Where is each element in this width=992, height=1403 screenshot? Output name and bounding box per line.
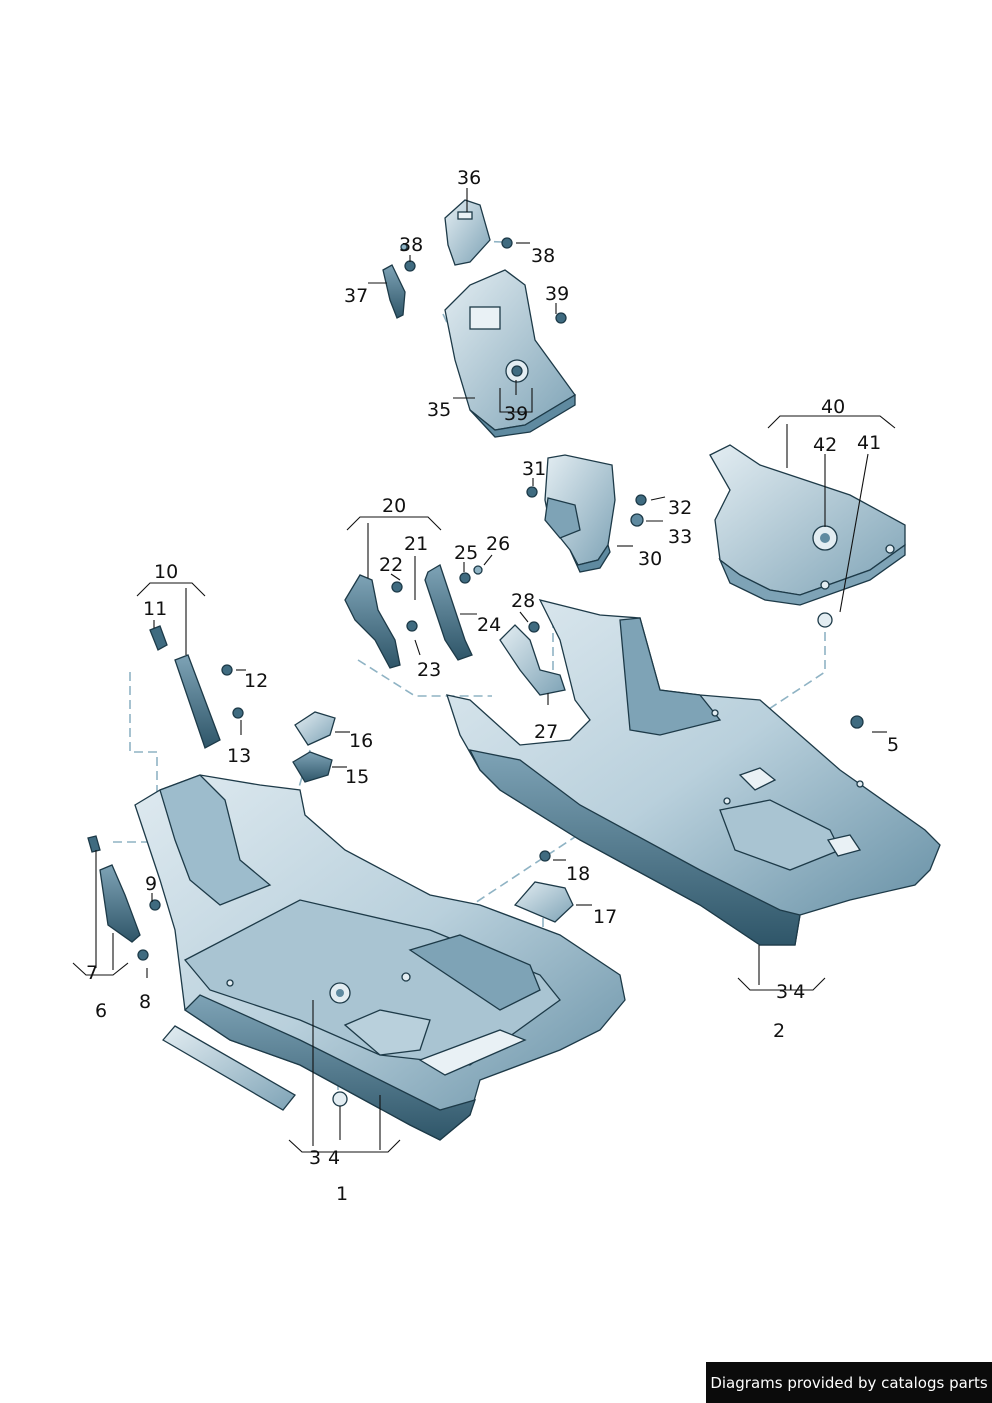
label-42: 42 <box>813 434 837 456</box>
bracket-27 <box>499 624 566 696</box>
label-13: 13 <box>227 745 251 767</box>
label-32: 32 <box>668 497 692 519</box>
label-26: 26 <box>486 533 510 555</box>
part-labels: 36 38 38 37 39 35 39 40 42 41 31 32 33 3… <box>86 167 899 1205</box>
label-7: 7 <box>86 962 98 984</box>
trim-10 <box>149 625 221 749</box>
label-25: 25 <box>454 542 478 564</box>
label-5: 5 <box>887 734 899 756</box>
label-16: 16 <box>349 730 373 752</box>
label-37: 37 <box>344 285 368 307</box>
label-35: 35 <box>427 399 451 421</box>
label-24: 24 <box>477 614 501 636</box>
bracket-6 <box>87 835 141 943</box>
label-40: 40 <box>821 396 845 418</box>
label-41: 41 <box>857 432 881 454</box>
label-6: 6 <box>95 1000 107 1022</box>
leader-lines <box>72 188 896 1153</box>
label-33: 33 <box>668 526 692 548</box>
label-23: 23 <box>417 659 441 681</box>
label-2: 2 <box>773 1020 785 1042</box>
label-28: 28 <box>511 590 535 612</box>
label-39-top: 39 <box>545 283 569 305</box>
label-3: 3 <box>309 1147 321 1169</box>
carpet-insert-40 <box>709 444 906 606</box>
bracket-30 <box>544 454 616 573</box>
label-39-bottom: 39 <box>504 403 528 425</box>
label-1: 1 <box>336 1183 348 1205</box>
label-11: 11 <box>143 598 167 620</box>
label-3-4: 3'4 <box>776 981 805 1003</box>
label-9: 9 <box>145 873 157 895</box>
label-12: 12 <box>244 670 268 692</box>
label-18: 18 <box>566 863 590 885</box>
label-31: 31 <box>522 458 546 480</box>
sill-strip <box>161 1025 296 1111</box>
label-22: 22 <box>379 554 403 576</box>
label-38-right: 38 <box>531 245 555 267</box>
floor-carpet-rear <box>446 599 941 946</box>
fasteners <box>137 237 864 1107</box>
label-21: 21 <box>404 533 428 555</box>
trim-20 <box>344 564 473 669</box>
clip-17 <box>513 881 574 923</box>
bracket-35 <box>444 269 576 438</box>
label-27: 27 <box>534 721 558 743</box>
footer-credit: Diagrams provided by catalogs parts <box>706 1362 992 1403</box>
label-4: 4 <box>328 1147 340 1169</box>
clip-16 <box>294 711 336 746</box>
floor-carpet-front <box>134 774 626 1141</box>
clip-15 <box>292 751 333 783</box>
label-36: 36 <box>457 167 481 189</box>
label-10: 10 <box>154 561 178 583</box>
label-38-left: 38 <box>399 234 423 256</box>
label-30: 30 <box>638 548 662 570</box>
label-8: 8 <box>139 991 151 1013</box>
clip-37 <box>382 264 406 319</box>
label-15: 15 <box>345 766 369 788</box>
label-20: 20 <box>382 495 406 517</box>
label-17: 17 <box>593 906 617 928</box>
